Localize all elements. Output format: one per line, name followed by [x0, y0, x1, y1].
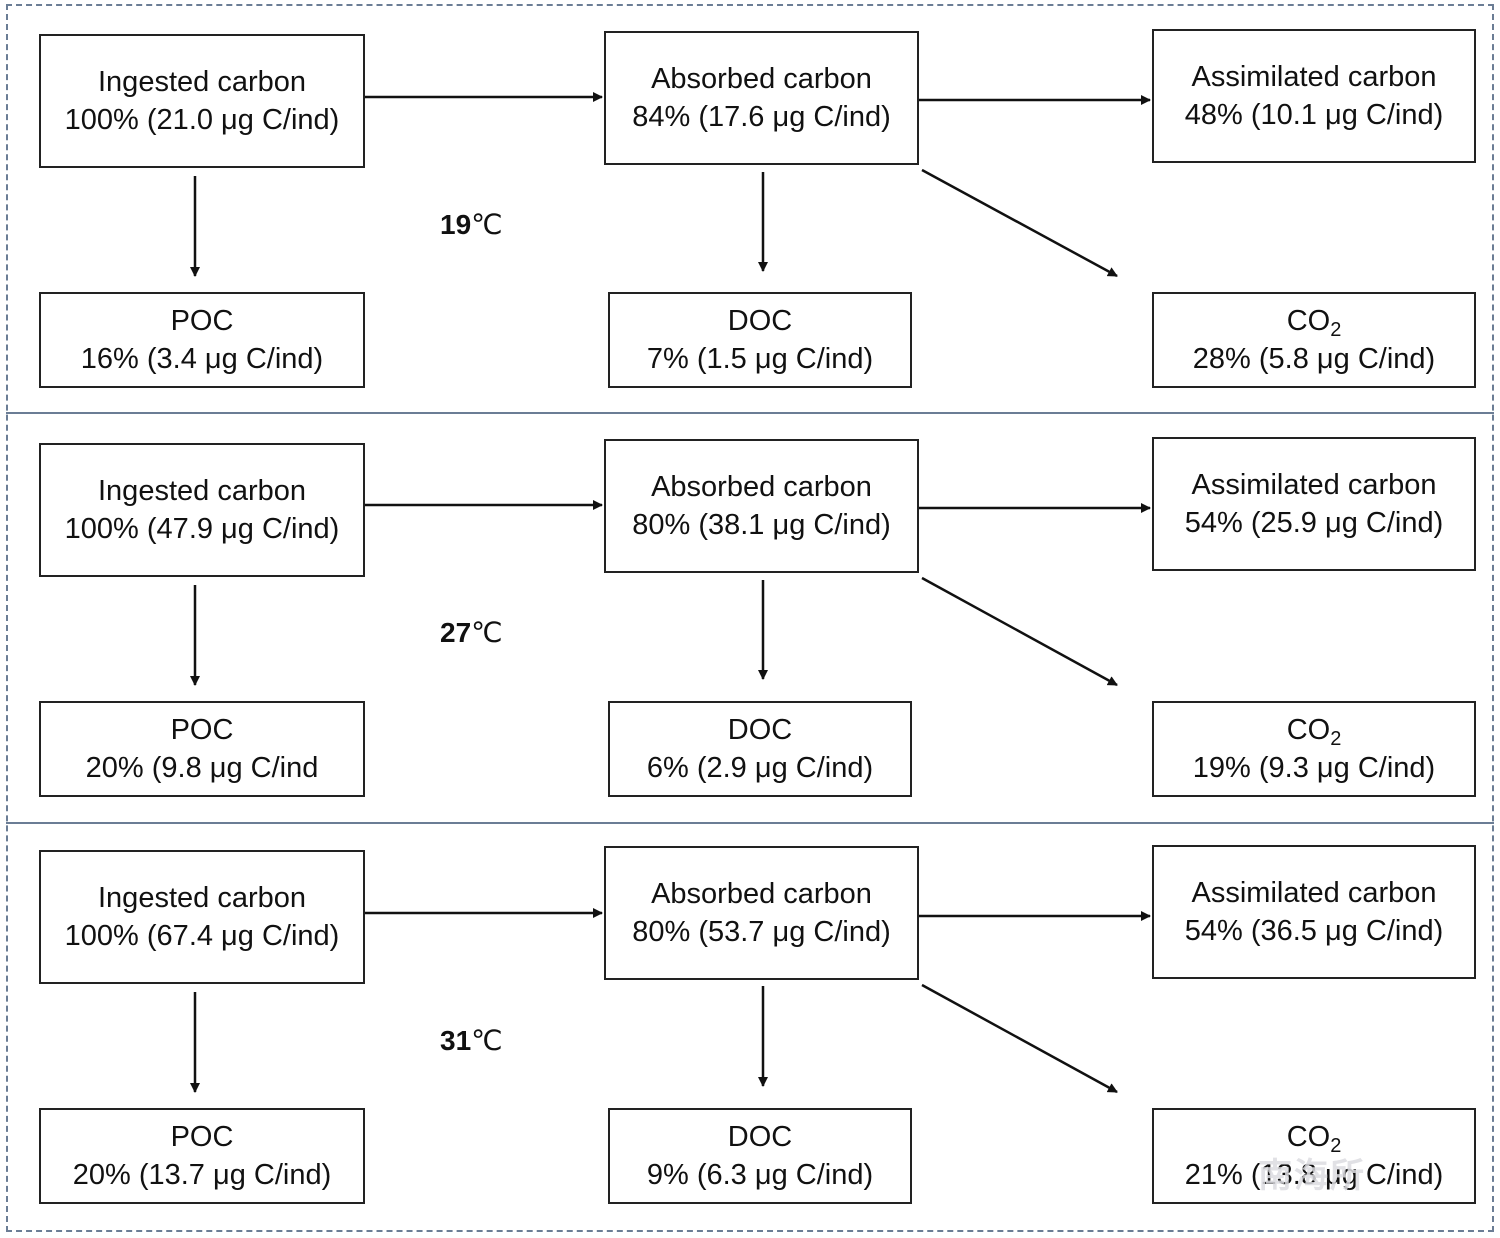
- box-value: 20% (13.7 μg C/ind): [72, 1159, 332, 1191]
- temperature-label: 27℃: [440, 617, 503, 648]
- co2-box: CO2 28% (5.8 μg C/ind): [1152, 292, 1476, 388]
- box-label: POC: [170, 305, 234, 337]
- panel-31c: Ingested carbon 100% (67.4 μg C/ind) Abs…: [0, 816, 1500, 1224]
- box-label: Assimilated carbon: [1191, 469, 1437, 501]
- absorbed-carbon-box: Absorbed carbon 80% (53.7 μg C/ind): [604, 846, 919, 980]
- box-value: 54% (36.5 μg C/ind): [1184, 915, 1444, 947]
- box-label: Assimilated carbon: [1191, 877, 1437, 909]
- arrow: [921, 168, 1118, 278]
- box-value: 80% (38.1 μg C/ind): [632, 509, 891, 541]
- poc-box: POC 16% (3.4 μg C/ind): [39, 292, 365, 388]
- panel-27c: Ingested carbon 100% (47.9 μg C/ind) Abs…: [0, 408, 1500, 816]
- box-value: 9% (6.3 μg C/ind): [646, 1159, 874, 1191]
- box-label: Absorbed carbon: [651, 63, 872, 95]
- box-label: Ingested carbon: [98, 66, 306, 98]
- box-value: 100% (67.4 μg C/ind): [64, 920, 340, 952]
- arrow: [921, 576, 1118, 687]
- panel-divider: [6, 412, 1494, 414]
- panel-19c: Ingested carbon 100% (21.0 μg C/ind) Abs…: [0, 0, 1500, 408]
- box-label: CO2: [1286, 305, 1342, 341]
- panel-divider: [6, 822, 1494, 824]
- co2-box: CO2 21% (13.8 μg C/ind): [1152, 1108, 1476, 1204]
- box-value: 48% (10.1 μg C/ind): [1184, 99, 1444, 131]
- doc-box: DOC 7% (1.5 μg C/ind): [608, 292, 912, 388]
- box-label: Assimilated carbon: [1191, 61, 1437, 93]
- flow-arrows: [190, 500, 1151, 687]
- box-value: 80% (53.7 μg C/ind): [632, 916, 891, 948]
- box-value: 21% (13.8 μg C/ind): [1184, 1159, 1444, 1191]
- box-value: 84% (17.6 μg C/ind): [632, 101, 891, 133]
- box-label: DOC: [727, 305, 793, 337]
- doc-box: DOC 6% (2.9 μg C/ind): [608, 701, 912, 797]
- flow-arrows: [190, 908, 1151, 1094]
- box-label: Absorbed carbon: [651, 471, 872, 503]
- box-value: 7% (1.5 μg C/ind): [646, 343, 874, 375]
- doc-box: DOC 9% (6.3 μg C/ind): [608, 1108, 912, 1204]
- absorbed-carbon-box: Absorbed carbon 80% (38.1 μg C/ind): [604, 439, 919, 573]
- box-label: DOC: [727, 1121, 793, 1153]
- box-label: Ingested carbon: [98, 475, 306, 507]
- box-value: 6% (2.9 μg C/ind): [646, 752, 874, 784]
- box-label: Absorbed carbon: [651, 878, 872, 910]
- box-value: 28% (5.8 μg C/ind): [1192, 343, 1436, 375]
- assimilated-carbon-box: Assimilated carbon 54% (36.5 μg C/ind): [1152, 845, 1476, 979]
- temperature-label: 31℃: [440, 1025, 503, 1056]
- box-label: POC: [170, 714, 234, 746]
- ingested-carbon-box: Ingested carbon 100% (21.0 μg C/ind): [39, 34, 365, 168]
- box-value: 20% (9.8 μg C/ind: [85, 752, 319, 784]
- ingested-carbon-box: Ingested carbon 100% (47.9 μg C/ind): [39, 443, 365, 577]
- ingested-carbon-box: Ingested carbon 100% (67.4 μg C/ind): [39, 850, 365, 984]
- box-label: CO2: [1286, 714, 1342, 750]
- watermark-logo: 南海所: [1258, 1157, 1366, 1195]
- temperature-label: 19℃: [440, 209, 503, 240]
- box-value: 16% (3.4 μg C/ind): [80, 343, 324, 375]
- flow-arrows: [190, 92, 1151, 278]
- co2-box: CO2 19% (9.3 μg C/ind): [1152, 701, 1476, 797]
- poc-box: POC 20% (13.7 μg C/ind): [39, 1108, 365, 1204]
- box-value: 54% (25.9 μg C/ind): [1184, 507, 1444, 539]
- box-value: 100% (21.0 μg C/ind): [64, 104, 340, 136]
- arrow: [921, 983, 1118, 1094]
- box-label: DOC: [727, 714, 793, 746]
- outer-dashed-frame: [6, 4, 1494, 1232]
- box-value: 19% (9.3 μg C/ind): [1192, 752, 1436, 784]
- box-label: Ingested carbon: [98, 882, 306, 914]
- absorbed-carbon-box: Absorbed carbon 84% (17.6 μg C/ind): [604, 31, 919, 165]
- box-value: 100% (47.9 μg C/ind): [64, 513, 340, 545]
- assimilated-carbon-box: Assimilated carbon 54% (25.9 μg C/ind): [1152, 437, 1476, 571]
- box-label: POC: [170, 1121, 234, 1153]
- box-label: CO2: [1286, 1121, 1342, 1157]
- poc-box: POC 20% (9.8 μg C/ind: [39, 701, 365, 797]
- assimilated-carbon-box: Assimilated carbon 48% (10.1 μg C/ind): [1152, 29, 1476, 163]
